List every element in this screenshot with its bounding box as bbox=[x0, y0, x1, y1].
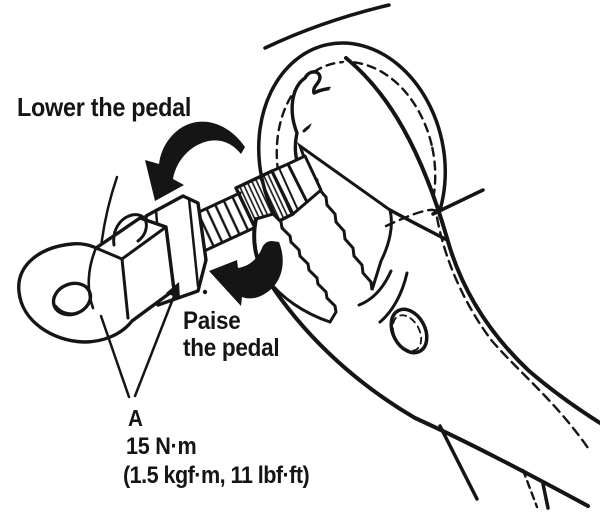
leader-line-left bbox=[99, 314, 131, 399]
leader-line-right bbox=[133, 289, 178, 398]
panel-tangent-line bbox=[263, 3, 391, 50]
handle-hole bbox=[389, 307, 429, 355]
upper-handle-top-edge bbox=[445, 236, 600, 425]
lower-handle-edge-1 bbox=[438, 424, 479, 501]
lower-handle-edge-2 bbox=[541, 482, 550, 510]
lower-the-pedal-label: Lower the pedal bbox=[17, 92, 192, 122]
handle-hole-inner-dashed bbox=[391, 314, 423, 352]
raise-label-line1: Paise bbox=[183, 307, 241, 335]
pliers-back-edge bbox=[344, 56, 449, 240]
callout-leaders bbox=[99, 282, 208, 399]
locknut-facet-2 bbox=[187, 197, 200, 288]
collar-groove bbox=[278, 167, 298, 209]
pivot-curve-1 bbox=[357, 269, 393, 307]
torque-value-si: 15 N·m bbox=[126, 433, 197, 460]
pivot-curve-2 bbox=[378, 271, 409, 324]
pin-hole-depth-arc bbox=[54, 304, 83, 315]
lower-handle-dashed-edge bbox=[521, 468, 539, 509]
pushrod-tip bbox=[270, 154, 323, 216]
pliers bbox=[283, 56, 600, 512]
rotate-counterclockwise-arrow-icon bbox=[145, 121, 245, 201]
scan-dot-artifact bbox=[202, 289, 208, 295]
callout-letter: A bbox=[128, 405, 143, 431]
upper-serrated-jaw bbox=[296, 142, 393, 291]
pliers-body-fill bbox=[283, 58, 600, 512]
leader-arrowhead-icon bbox=[166, 282, 180, 299]
clevis-yoke bbox=[17, 213, 176, 344]
raise-the-pedal-label: Paise the pedal bbox=[183, 307, 280, 362]
clevis-fork-slot bbox=[112, 213, 148, 247]
pushrod-end bbox=[286, 154, 323, 204]
raise-label-line2: the pedal bbox=[183, 334, 280, 362]
handle-dashed-line bbox=[384, 208, 590, 450]
clevis-eye-junction bbox=[87, 246, 98, 310]
disc-pointer-line bbox=[431, 188, 485, 216]
torque-value-alternate: (1.5 kgf·m, 11 lbf·ft) bbox=[123, 462, 310, 489]
clevis-front-edge bbox=[120, 257, 130, 320]
rotate-clockwise-arrow-icon bbox=[209, 241, 283, 306]
